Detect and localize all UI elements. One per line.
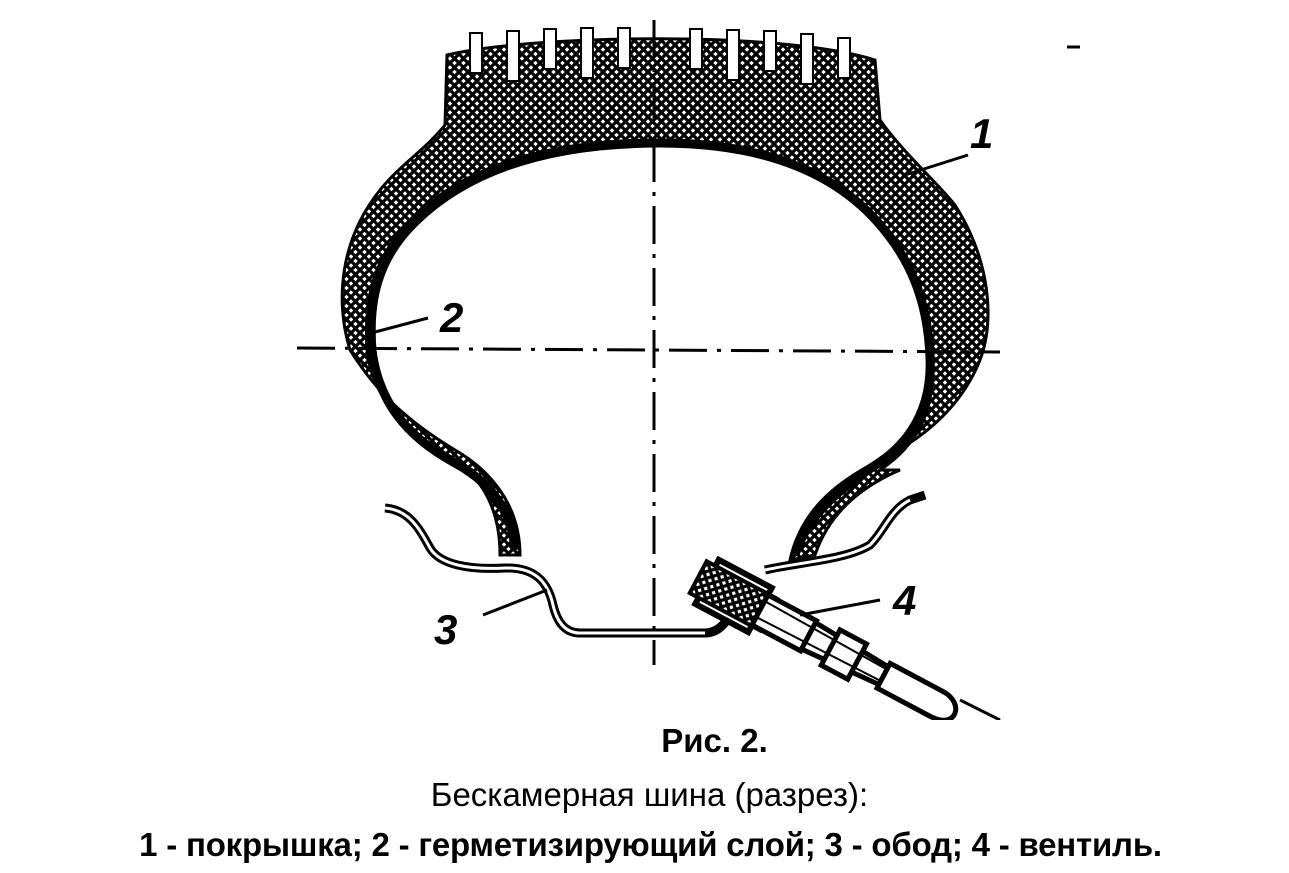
figure-caption-legend: 1 - покрышка; 2 - герметизирующий слой; … [139, 826, 1162, 863]
figure-caption-title: Рис. 2. [661, 722, 768, 759]
callout-1: 1 [970, 110, 993, 157]
figure-caption-subtitle: Бескамерная шина (разрез): [430, 776, 869, 813]
callout-4: 4 [892, 577, 916, 624]
rim [384, 490, 927, 638]
leader-lines [374, 153, 1001, 720]
center-lines [296, 20, 1001, 665]
tire-cross-section-diagram: 1 2 3 4 [296, 20, 1080, 720]
tire-cover [340, 27, 990, 562]
callout-3: 3 [434, 606, 457, 653]
sealing-layer [366, 138, 935, 557]
callout-2: 2 [439, 294, 463, 341]
valve [687, 555, 959, 720]
